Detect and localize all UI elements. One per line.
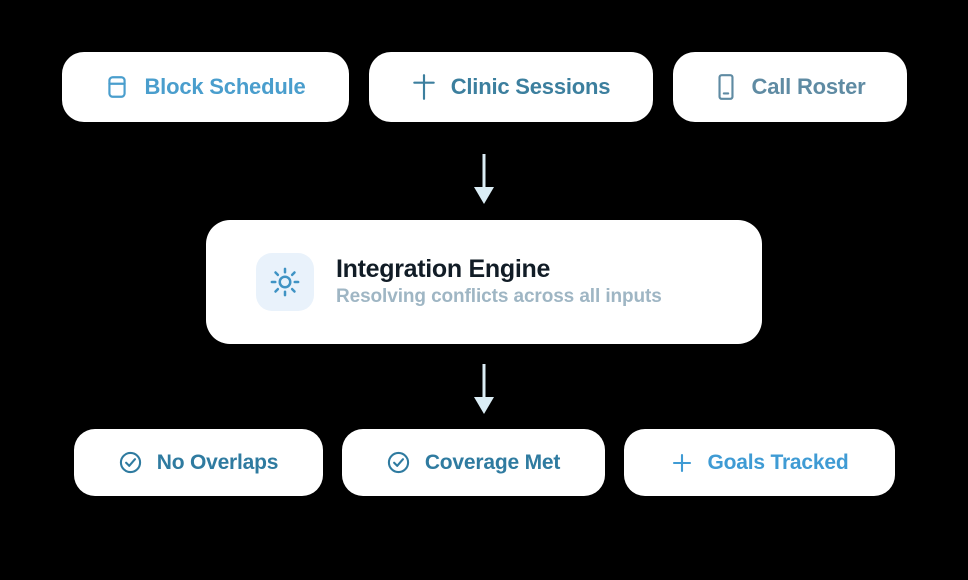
card-goals-tracked-label: Goals Tracked: [707, 450, 849, 474]
card-call-roster-label: Call Roster: [751, 74, 866, 99]
engine-title: Integration Engine: [336, 255, 551, 284]
plus-icon: [411, 73, 437, 101]
card-coverage-met[interactable]: Coverage Met: [341, 429, 605, 496]
card-block-schedule-label: Block Schedule: [144, 74, 306, 99]
card-goals-tracked[interactable]: Goals Tracked: [623, 429, 895, 496]
card-clinic-sessions[interactable]: Clinic Sessions: [368, 52, 653, 122]
card-integration-engine[interactable]: Integration Engine Resolving conflicts a…: [206, 220, 762, 344]
engine-text-block: Integration Engine Resolving conflicts a…: [336, 255, 662, 309]
card-block-schedule[interactable]: Block Schedule: [61, 52, 349, 122]
card-no-overlaps-label: No Overlaps: [156, 450, 279, 474]
engine-subtitle: Resolving conflicts across all inputs: [336, 285, 662, 307]
card-call-roster[interactable]: Call Roster: [672, 52, 907, 122]
sun-icon: [270, 267, 300, 297]
check-circle-icon: [118, 450, 143, 475]
layout-icon: [104, 74, 130, 100]
plus-icon: [670, 451, 694, 475]
smartphone-icon: [714, 73, 738, 101]
check-circle-icon: [386, 450, 411, 475]
outcomes-row: No Overlaps Coverage Met Goals Tracked: [73, 429, 895, 496]
card-no-overlaps[interactable]: No Overlaps: [73, 429, 323, 496]
engine-icon-tile: [256, 253, 314, 311]
card-coverage-met-label: Coverage Met: [424, 450, 561, 474]
arrow-down-icon-top: [471, 154, 497, 206]
card-clinic-sessions-label: Clinic Sessions: [450, 74, 611, 99]
arrow-down-icon-bottom: [471, 364, 497, 416]
input-sources-row: Block Schedule Clinic Sessions Call Rost…: [61, 52, 907, 122]
